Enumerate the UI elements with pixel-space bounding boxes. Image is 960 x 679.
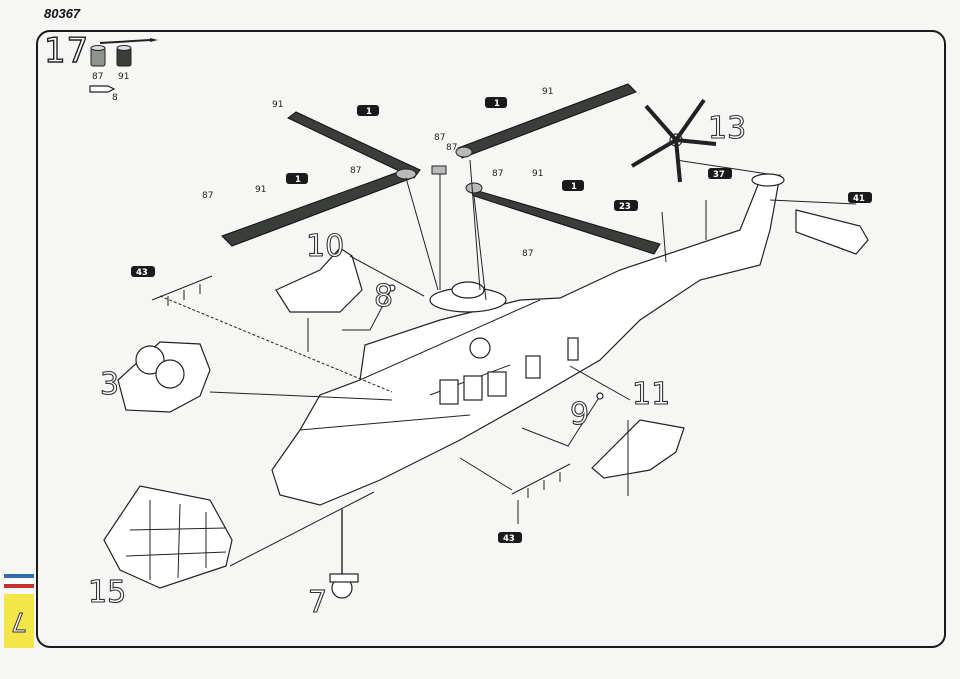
tab-stripe-red bbox=[4, 584, 34, 588]
tab-stripe-blue bbox=[4, 574, 34, 578]
callout-87-a: 87 bbox=[434, 133, 445, 143]
handrail-top bbox=[151, 275, 213, 306]
canopy-part bbox=[103, 485, 233, 589]
tail-rotor bbox=[630, 98, 717, 183]
callout-87-f: 87 bbox=[446, 143, 457, 153]
subassembly-15: 15 bbox=[88, 575, 126, 610]
assembly-arrows bbox=[159, 159, 857, 567]
fuselage bbox=[271, 173, 785, 506]
subassembly-11: 11 bbox=[632, 377, 670, 412]
subassembly-13: 13 bbox=[708, 111, 746, 146]
rotor-blade-upper-left bbox=[287, 111, 421, 179]
paint-pot-91-icon bbox=[116, 45, 132, 67]
svg-text:41: 41 bbox=[853, 194, 865, 204]
glue-hint: 8 bbox=[112, 93, 118, 103]
exhaust-part bbox=[795, 209, 869, 255]
instruction-frame bbox=[36, 30, 946, 648]
callout-87-c: 87 bbox=[202, 191, 213, 201]
part-tag-1c: 1 bbox=[286, 173, 308, 185]
part-tag-37: 37 bbox=[708, 168, 732, 180]
svg-text:1: 1 bbox=[571, 182, 577, 192]
callout-91-b: 91 bbox=[255, 185, 266, 195]
door-part bbox=[591, 419, 685, 479]
callout-87-d: 87 bbox=[492, 169, 503, 179]
subassembly-3: 3 bbox=[100, 367, 119, 402]
door-link-part bbox=[521, 392, 604, 447]
paint-code-87: 87 bbox=[92, 72, 103, 82]
subassembly-10: 10 bbox=[306, 229, 344, 264]
paint-pot-87-icon bbox=[90, 45, 106, 67]
svg-text:1: 1 bbox=[366, 107, 372, 117]
callout-91-c: 91 bbox=[542, 87, 553, 97]
part-tag-41: 41 bbox=[848, 192, 872, 204]
callout-91-d: 91 bbox=[532, 169, 543, 179]
nose-gear-part bbox=[329, 510, 359, 599]
part-tag-43-top: 43 bbox=[131, 266, 155, 278]
blade-root-parts bbox=[395, 146, 483, 194]
brush-icon bbox=[99, 38, 158, 44]
svg-text:43: 43 bbox=[136, 268, 148, 278]
step-number: 17 bbox=[43, 31, 90, 71]
part-tag-43-bottom: 43 bbox=[498, 532, 522, 544]
callout-91-a: 91 bbox=[272, 100, 283, 110]
part-tag-23: 23 bbox=[614, 200, 638, 212]
part-tag-1b: 1 bbox=[485, 97, 507, 109]
subassembly-9: 9 bbox=[570, 397, 589, 432]
svg-text:43: 43 bbox=[503, 534, 515, 544]
svg-text:23: 23 bbox=[619, 202, 631, 212]
seat-part bbox=[275, 247, 363, 313]
kit-number: 80367 bbox=[44, 6, 81, 21]
rotor-blade-lower-right bbox=[466, 187, 661, 255]
subassembly-7: 7 bbox=[308, 585, 327, 620]
svg-text:37: 37 bbox=[713, 170, 725, 180]
subassembly-8: 8 bbox=[374, 279, 393, 314]
callout-87-b: 87 bbox=[350, 166, 361, 176]
page-number-box: 7 bbox=[4, 594, 34, 648]
tab-stripe-white bbox=[4, 580, 34, 584]
glue-tube-icon bbox=[89, 85, 116, 93]
callout-87-e: 87 bbox=[522, 249, 533, 259]
paint-code-91: 91 bbox=[118, 72, 129, 82]
svg-text:1: 1 bbox=[494, 99, 500, 109]
part-tag-1d: 1 bbox=[562, 180, 584, 192]
svg-text:1: 1 bbox=[295, 175, 301, 185]
engine-intake-part bbox=[117, 341, 211, 413]
page-tab: 7 bbox=[4, 572, 34, 648]
handrail-bottom bbox=[511, 463, 571, 498]
seat-link-part bbox=[342, 284, 396, 331]
part-tag-1a: 1 bbox=[357, 105, 379, 117]
